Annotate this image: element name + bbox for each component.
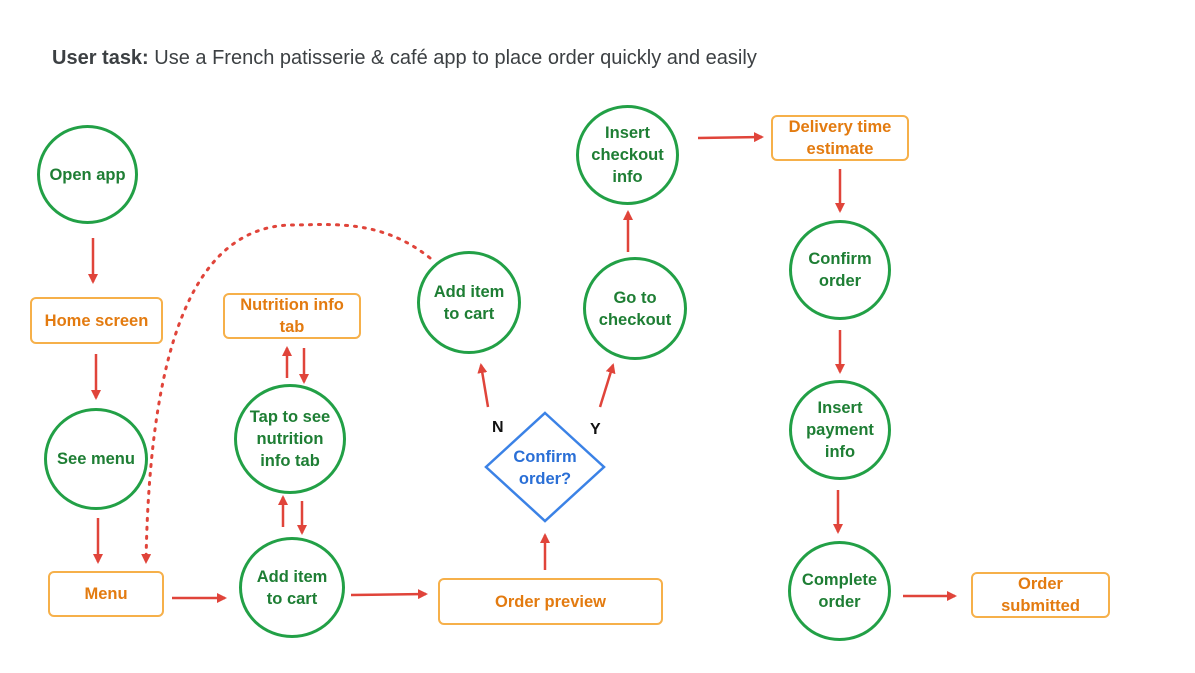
user-task-prefix: User task:: [52, 47, 149, 69]
decision-diamond: [484, 411, 606, 523]
node-add-item-top: Add item to cart: [417, 251, 521, 354]
node-menu: Menu: [48, 571, 164, 617]
node-see-menu: See menu: [44, 408, 148, 510]
node-open-app: Open app: [37, 125, 138, 224]
node-tap-nutrition: Tap to see nutrition info tab: [234, 384, 346, 494]
node-home-screen: Home screen: [30, 297, 163, 344]
arrow-insert-to-delivery: [697, 132, 764, 143]
arrow-decision-no-to-add: [477, 363, 490, 408]
node-insert-checkout-info: Insert checkout info: [576, 105, 679, 205]
arrow-decision-yes-to-checkout: [598, 363, 616, 408]
user-task-heading: User task: Use a French patisserie & caf…: [52, 47, 757, 70]
dotted-return-to-menu: [141, 223, 432, 564]
node-go-to-checkout: Go to checkout: [583, 257, 687, 360]
label-no: N: [492, 419, 504, 436]
node-order-submitted: Order submitted: [971, 572, 1110, 618]
node-complete-order: Complete order: [788, 541, 891, 641]
arrow-add-to-preview: [350, 589, 428, 600]
node-delivery-time-estimate: Delivery time estimate: [771, 115, 909, 161]
node-confirm-order: Confirm order: [789, 220, 891, 320]
decision-label: Confirm order?: [513, 448, 577, 488]
node-add-item-bottom: Add item to cart: [239, 537, 345, 638]
node-insert-payment-info: Insert payment info: [789, 380, 891, 480]
label-yes: Y: [590, 421, 601, 438]
node-nutrition-info-tab: Nutrition info tab: [223, 293, 361, 339]
user-task-text: Use a French patisserie & café app to pl…: [148, 47, 757, 69]
node-order-preview: Order preview: [438, 578, 663, 625]
